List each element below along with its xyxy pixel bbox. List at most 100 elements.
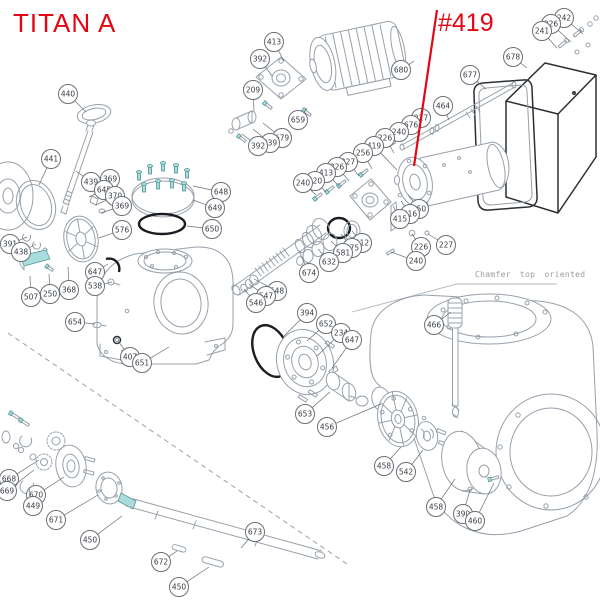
part-callout-673: 673 — [240, 522, 265, 549]
svg-text:240: 240 — [392, 128, 407, 137]
part-callout-653: 653 — [295, 391, 331, 424]
highlight-part-label: #419 — [438, 9, 494, 37]
part-callout-458: 458 — [426, 478, 456, 517]
chamfer-note-leader — [351, 283, 557, 313]
svg-text:546: 546 — [249, 299, 264, 308]
svg-text:581: 581 — [336, 249, 351, 258]
plug-654 — [92, 321, 107, 329]
svg-text:669: 669 — [0, 487, 14, 496]
top-right-screws-sketch — [557, 15, 599, 55]
electric-motor-sketch — [309, 21, 407, 96]
svg-text:227: 227 — [439, 241, 454, 250]
svg-text:677: 677 — [463, 71, 478, 80]
part-callout-441: 441 — [38, 149, 61, 186]
part-callout-652: 652 — [306, 314, 336, 342]
svg-text:676: 676 — [404, 121, 419, 130]
svg-text:240: 240 — [409, 257, 424, 266]
svg-text:647: 647 — [88, 268, 103, 277]
svg-text:650: 650 — [205, 225, 220, 234]
svg-text:673: 673 — [248, 528, 263, 537]
seal-ring-stack-sketch — [296, 216, 361, 266]
handwheel-sketch — [60, 104, 112, 215]
cover-box-sketch — [505, 62, 597, 214]
svg-text:458: 458 — [429, 503, 444, 512]
o-ring-675 — [326, 216, 352, 240]
part-callout-677: 677 — [460, 65, 487, 90]
part-callout-576: 576 — [98, 220, 132, 240]
svg-text:441: 441 — [44, 155, 59, 164]
svg-text:679: 679 — [275, 134, 290, 143]
part-callout-209: 209 — [243, 80, 263, 112]
svg-text:671: 671 — [49, 516, 64, 525]
hook-clip-647 — [105, 257, 121, 273]
svg-text:651: 651 — [135, 359, 150, 368]
part-callout-678: 678 — [503, 47, 528, 69]
svg-text:391: 391 — [3, 240, 18, 249]
part-callout-669: 669 — [0, 469, 35, 501]
svg-text:670: 670 — [29, 491, 44, 500]
part-callout-438: 438 — [11, 242, 37, 262]
svg-text:369: 369 — [103, 175, 118, 184]
svg-text:460: 460 — [468, 517, 483, 526]
svg-text:680: 680 — [394, 66, 409, 75]
svg-text:654: 654 — [68, 318, 83, 327]
svg-text:420: 420 — [308, 177, 323, 186]
spoked-wheel-576-sketch — [63, 215, 99, 263]
svg-text:242: 242 — [557, 14, 572, 23]
part-callout-649: 649 — [192, 198, 225, 218]
part-callout-651: 651 — [132, 346, 170, 373]
part-callout-250: 250 — [40, 273, 60, 304]
svg-text:390: 390 — [456, 510, 471, 519]
part-callout-671: 671 — [46, 494, 99, 530]
svg-text:548: 548 — [270, 287, 285, 296]
part-callout-581: 581 — [330, 240, 353, 263]
svg-text:415: 415 — [393, 215, 408, 224]
part-callout-449: 449 — [23, 487, 43, 516]
part-callout-415: 415 — [390, 205, 410, 229]
part-callout-450: 450 — [80, 515, 123, 550]
flange-plate-sketch — [131, 161, 195, 236]
svg-text:394: 394 — [300, 309, 315, 318]
svg-text:648: 648 — [214, 188, 229, 197]
svg-text:416: 416 — [403, 210, 418, 219]
part-callout-680: 680 — [391, 60, 415, 80]
svg-text:256: 256 — [356, 149, 371, 158]
part-callout-466: 466 — [424, 311, 452, 335]
highlight-leader-line — [412, 9, 439, 167]
svg-text:226: 226 — [378, 134, 393, 143]
svg-text:226: 226 — [544, 20, 559, 29]
svg-text:438: 438 — [14, 248, 29, 257]
part-callout-654: 654 — [65, 312, 96, 332]
svg-text:550: 550 — [412, 205, 427, 214]
band-clamp-sketch — [15, 180, 57, 230]
svg-text:412: 412 — [355, 239, 370, 248]
svg-text:370: 370 — [108, 192, 123, 201]
part-callout-392: 392 — [241, 133, 268, 156]
part-callout-456: 456 — [317, 403, 382, 437]
part-callout-392: 392 — [250, 49, 273, 77]
worm-shaft-sketch — [231, 217, 331, 296]
svg-text:653: 653 — [298, 410, 313, 419]
svg-text:647: 647 — [345, 336, 360, 345]
part-callout-647: 647 — [331, 330, 362, 369]
svg-text:458: 458 — [377, 462, 392, 471]
svg-text:234: 234 — [334, 329, 349, 338]
svg-text:226: 226 — [414, 243, 429, 252]
coupling-679-sketch — [228, 110, 257, 143]
svg-text:240: 240 — [296, 179, 311, 188]
svg-text:645: 645 — [97, 186, 112, 195]
svg-text:538: 538 — [88, 282, 103, 291]
svg-text:413: 413 — [319, 169, 334, 178]
svg-text:678: 678 — [506, 53, 521, 62]
o-ring-650 — [137, 212, 187, 236]
svg-text:639: 639 — [263, 139, 278, 148]
part-callout-538: 538 — [85, 276, 113, 296]
part-callout-458: 458 — [374, 446, 402, 476]
washer-407 — [112, 335, 122, 345]
part-callout-241: 241 — [532, 21, 558, 49]
svg-text:466: 466 — [427, 321, 442, 330]
part-callout-368: 368 — [59, 266, 79, 300]
part-callout-674: 674 — [298, 250, 319, 283]
